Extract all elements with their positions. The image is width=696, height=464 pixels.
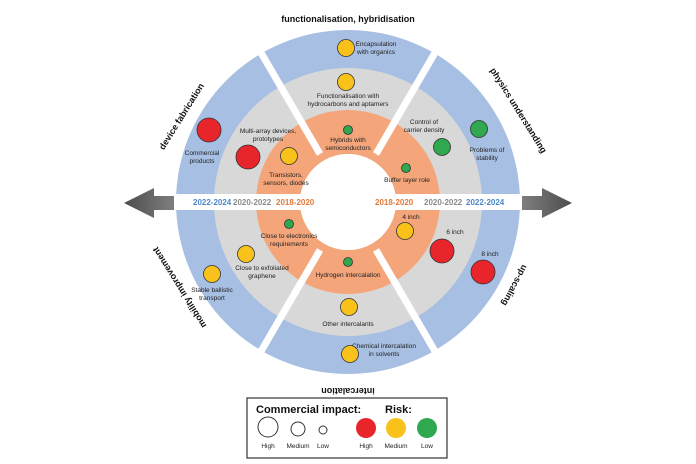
marker-commercial-products: [196, 117, 222, 143]
year-right-inner: 2018-2020: [375, 198, 414, 207]
marker-ballistic: [203, 265, 221, 283]
label-multiarray: Multi-array devices,prototypes: [240, 128, 297, 143]
legend-risk-medium: [386, 418, 406, 438]
legend-impact-medium-label: Medium: [286, 443, 309, 450]
legend-risk-low-label: Low: [421, 443, 433, 450]
label-other-intercalants: Other intercalants: [322, 321, 374, 328]
label-8inch: 8 inch: [481, 251, 499, 258]
marker-close-electronics: [284, 219, 294, 229]
marker-hydrogen: [343, 257, 353, 267]
year-right-middle: 2020-2022: [424, 198, 463, 207]
legend-impact-medium: [290, 421, 306, 437]
legend-impact-title: Commercial impact:: [256, 404, 361, 416]
marker-inch4: [396, 222, 414, 240]
marker-multiarray: [235, 144, 261, 170]
label-buffer-layer: Buffer layer role: [384, 177, 430, 184]
label-transistors: Transistors,sensors, diodes: [263, 172, 309, 187]
label-4inch: 4 inch: [402, 214, 420, 221]
marker-inch8: [470, 259, 496, 285]
legend-risk-high-label: High: [359, 443, 373, 450]
sector-title-functionalisation: functionalisation, hybridisation: [281, 14, 415, 24]
marker-transistors: [280, 147, 298, 165]
marker-other-intercalants: [340, 298, 358, 316]
legend-risk-title: Risk:: [385, 404, 412, 416]
marker-encapsulation: [337, 39, 355, 57]
legend: Commercial impact: Risk: High Medium Low…: [246, 397, 448, 459]
legend-box: [246, 397, 448, 459]
marker-functionalisation-hydro: [337, 73, 355, 91]
legend-impact-high-label: High: [261, 443, 275, 450]
marker-close-exfoliated: [237, 245, 255, 263]
marker-hybrids: [343, 125, 353, 135]
marker-chemical-intercalation: [341, 345, 359, 363]
marker-control-density: [433, 138, 451, 156]
year-left-outer: 2022-2024: [193, 198, 232, 207]
year-left-inner: 2018-2020: [276, 198, 315, 207]
legend-risk-high: [356, 418, 376, 438]
sector-title-intercalation: intercalation: [321, 386, 375, 396]
legend-impact-low-label: Low: [317, 443, 329, 450]
marker-buffer-layer: [401, 163, 411, 173]
marker-inch6: [429, 238, 455, 264]
marker-problems-stability: [470, 120, 488, 138]
risk-impact-markers: [196, 39, 496, 363]
legend-risk-medium-label: Medium: [384, 443, 407, 450]
sector-dividers: [256, 49, 440, 355]
legend-impact-low: [318, 425, 328, 435]
label-6inch: 6 inch: [446, 229, 464, 236]
legend-risk-low: [417, 418, 437, 438]
label-hydrogen: Hydrogen intercalation: [315, 272, 380, 279]
year-left-middle: 2020-2022: [233, 198, 272, 207]
year-right-outer: 2022-2024: [466, 198, 505, 207]
legend-impact-high: [257, 416, 279, 438]
